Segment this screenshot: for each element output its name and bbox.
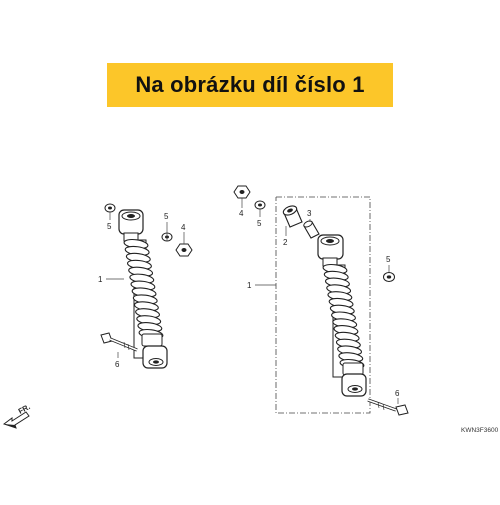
left-bolt: [100, 332, 138, 352]
leader-lines: [106, 198, 399, 404]
collar: [303, 220, 320, 239]
callout-left-6: 6: [115, 360, 120, 369]
diagram-code: KWN3F3600: [461, 427, 499, 434]
left-nut: [175, 243, 193, 257]
banner-background: [107, 63, 393, 107]
banner-title: Na obrázku díl číslo 1: [135, 72, 365, 97]
callout-right-5b: 5: [386, 255, 391, 264]
callout-right-3: 3: [307, 209, 312, 218]
callout-right-5a: 5: [257, 219, 262, 228]
right-shock-absorber: [317, 234, 367, 397]
callout-right-2: 2: [283, 238, 288, 247]
right-spring: [322, 263, 365, 370]
callout-left-5b: 5: [164, 212, 169, 221]
right-nut: [233, 185, 251, 199]
left-spring: [123, 238, 164, 340]
right-bolt: [367, 398, 409, 416]
callout-right-4: 4: [239, 209, 244, 218]
assembly-frame: [275, 196, 371, 414]
right-washer-side: [383, 272, 395, 282]
front-direction-arrow: FR.: [2, 402, 32, 429]
callout-left-4: 4: [181, 223, 186, 232]
left-shock-absorber: [118, 209, 168, 369]
callout-left-1: 1: [98, 275, 103, 284]
callout-numbers: 5 1 5 4 6 4 5 2 3 1 5 6: [98, 209, 400, 398]
callout-left-5a: 5: [107, 222, 112, 231]
left-washer-top: [104, 203, 116, 213]
callout-right-6: 6: [395, 389, 400, 398]
direction-label: FR.: [17, 402, 32, 416]
callout-right-1: 1: [247, 281, 252, 290]
bushing: [282, 205, 303, 228]
right-washer-top: [254, 200, 266, 210]
